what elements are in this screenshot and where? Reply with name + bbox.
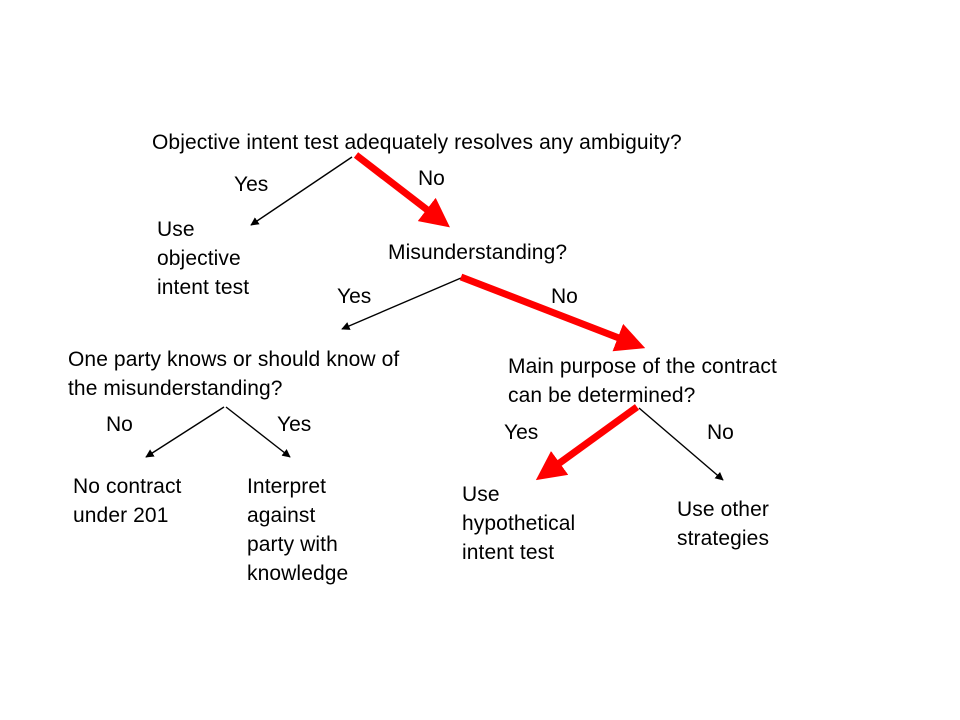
leaf-use-other-strategies: Use other strategies xyxy=(677,498,770,550)
leaf-no-contract-under-201: No contract under 201 xyxy=(73,475,182,527)
edge-label-misunderstanding-no: No xyxy=(551,285,578,308)
edge-label-misunderstanding-yes: Yes xyxy=(337,285,372,308)
edge-edge-main-purpose-yes xyxy=(535,404,640,481)
edge-edge-one-party-no xyxy=(145,406,225,458)
edge-label-objective-yes: Yes xyxy=(234,173,269,196)
edge-label-one-party-yes: Yes xyxy=(277,413,312,436)
edge-label-objective-no: No xyxy=(418,167,445,190)
leaf-use-hypothetical-intent-test: Use hypothetical intent test xyxy=(462,483,576,564)
edge-label-one-party-no: No xyxy=(106,413,133,436)
question-misunderstanding: Misunderstanding? xyxy=(388,241,568,264)
edge-label-main-purpose-yes: Yes xyxy=(504,421,539,444)
edge-edge-misunderstanding-no xyxy=(459,273,646,352)
leaf-use-objective-intent-test: Use objective intent test xyxy=(157,218,250,299)
question-objective-intent-test: Objective intent test adequately resolve… xyxy=(152,131,682,154)
leaf-interpret-against-party-with-knowledge: Interpret against party with knowledge xyxy=(247,475,349,585)
question-one-party-knows: One party knows or should know of the mi… xyxy=(68,348,400,400)
edge-label-main-purpose-no: No xyxy=(707,421,734,444)
question-main-purpose-determinable: Main purpose of the contract can be dete… xyxy=(508,355,777,407)
edge-edge-main-purpose-no xyxy=(638,407,724,481)
